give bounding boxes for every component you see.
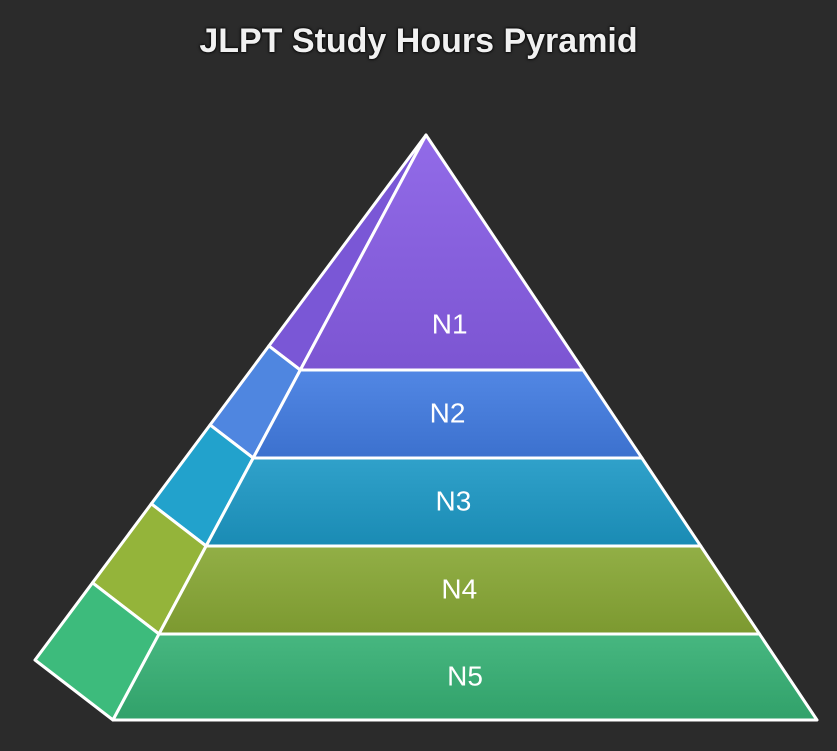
pyramid-level-n1-label: N1 xyxy=(432,308,468,339)
pyramid-level-n2-label: N2 xyxy=(430,397,466,428)
pyramid-level-n3-label: N3 xyxy=(436,485,472,516)
pyramid-level-n5-label: N5 xyxy=(447,660,483,691)
pyramid-level-n4-label: N4 xyxy=(441,573,477,604)
chart-title: JLPT Study Hours Pyramid xyxy=(199,22,638,60)
pyramid-level-n5-front xyxy=(111,632,819,722)
